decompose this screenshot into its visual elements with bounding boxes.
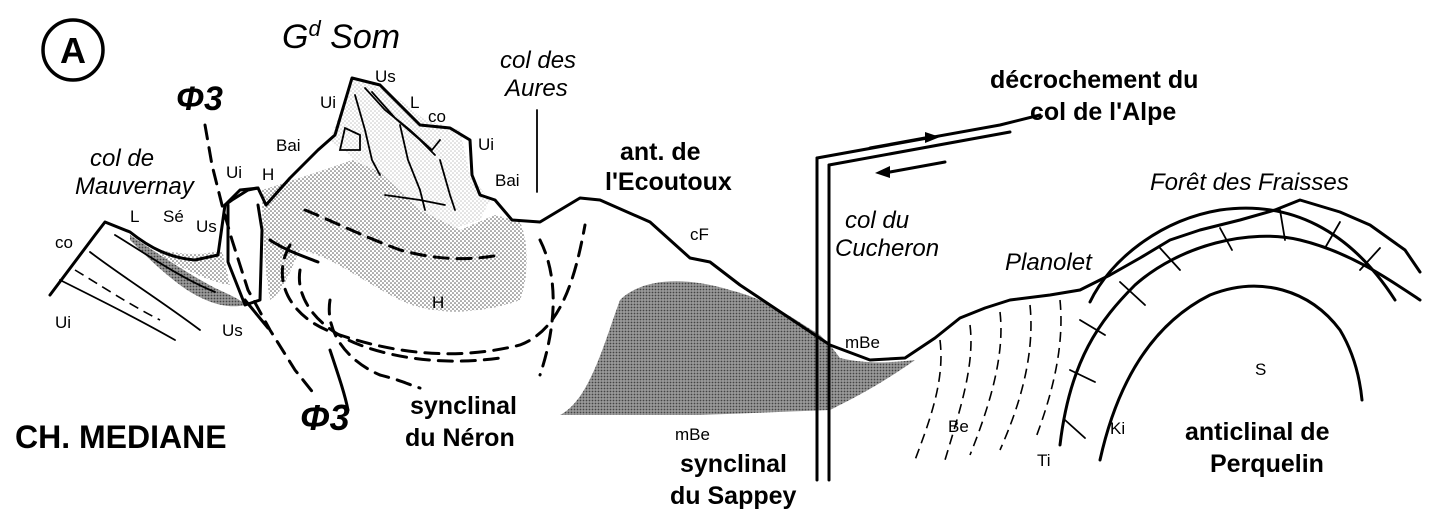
label-phi3-top: Φ3 (176, 80, 223, 118)
label-gd-som: Gd Som (282, 16, 400, 56)
stratum-l-left: L (130, 207, 139, 226)
label-ch-mediane: CH. MEDIANE (15, 419, 227, 455)
label-synclinal-sappey-1: synclinal (680, 450, 787, 478)
stratum-us-top: Us (375, 67, 396, 86)
label-decrochement-1: décrochement du (990, 66, 1198, 94)
label-planolet: Planolet (1005, 249, 1093, 276)
fault-arrow-upper (870, 138, 925, 148)
planolet-strata-3 (970, 312, 1001, 455)
stratum-se: Sé (163, 207, 184, 226)
stratum-ui-mid: Ui (226, 163, 242, 182)
label-foret-fraisses: Forêt des Fraisses (1150, 169, 1349, 196)
stratum-ui-bottom: Ui (55, 313, 71, 332)
stratum-mbe-bottom: mBe (675, 425, 710, 444)
planolet-strata-1 (915, 340, 941, 460)
stratum-h-center: H (432, 293, 444, 312)
fault-arrow-lower-head (875, 166, 890, 178)
label-col-de-mauvernay-2: Mauvernay (75, 173, 196, 200)
planolet-strata-2 (945, 325, 971, 460)
stratum-bai-right: Bai (495, 171, 520, 190)
stratum-ti: Ti (1037, 451, 1051, 470)
label-col-du-cucheron-2: Cucheron (835, 235, 939, 262)
stratum-co-top: co (428, 107, 446, 126)
stratum-mbe-right: mBe (845, 333, 880, 352)
label-col-des-aures-1: col des (500, 47, 576, 74)
label-ant-ecoutoux-2: l'Ecoutoux (605, 168, 732, 196)
label-decrochement-2: col de l'Alpe (1030, 98, 1176, 126)
label-col-du-cucheron-1: col du (845, 207, 909, 234)
planolet-strata-5 (1035, 300, 1061, 440)
perquelin-block-8 (1325, 222, 1340, 248)
fault-arrow-upper-head (925, 132, 940, 143)
stratum-cf: cF (690, 225, 709, 244)
stratum-be: Be (948, 417, 969, 436)
stratum-h-mid: H (262, 165, 274, 184)
label-synclinal-sappey-2: du Sappey (670, 482, 797, 510)
planolet-strata-4 (1000, 305, 1031, 450)
label-phi3-bottom: Φ3 (300, 397, 350, 438)
stratum-ui-right: Ui (478, 135, 494, 154)
left-strata-3 (60, 280, 175, 340)
fault-diag-bottom (829, 132, 1010, 165)
left-strata-2 (75, 270, 160, 320)
perquelin-block-5 (1160, 248, 1180, 270)
stratum-s: S (1255, 360, 1266, 379)
stratum-l-top: L (410, 93, 419, 112)
perquelin-block-3 (1065, 420, 1085, 438)
label-anticlinal-perquelin-2: Perquelin (1210, 450, 1324, 478)
label-synclinal-neron-2: du Néron (405, 424, 515, 452)
left-block (228, 205, 262, 305)
stratum-ui-top: Ui (320, 93, 336, 112)
label-col-de-mauvernay-1: col de (90, 145, 154, 172)
panel-letter: A (60, 30, 86, 71)
stratum-us-left: Us (196, 217, 217, 236)
fault-arrow-lower (890, 162, 945, 172)
stratum-ki: Ki (1110, 419, 1125, 438)
stratum-us-bottom: Us (222, 321, 243, 340)
neron-fold-5 (540, 240, 553, 375)
label-synclinal-neron-1: synclinal (410, 392, 517, 420)
stratum-bai-left: Bai (276, 136, 301, 155)
stratum-co-left: co (55, 233, 73, 252)
label-anticlinal-perquelin-1: anticlinal de (1185, 418, 1330, 446)
neron-fold-3 (329, 300, 420, 388)
label-col-des-aures-2: Aures (503, 75, 568, 102)
label-ant-ecoutoux-1: ant. de (620, 138, 701, 166)
